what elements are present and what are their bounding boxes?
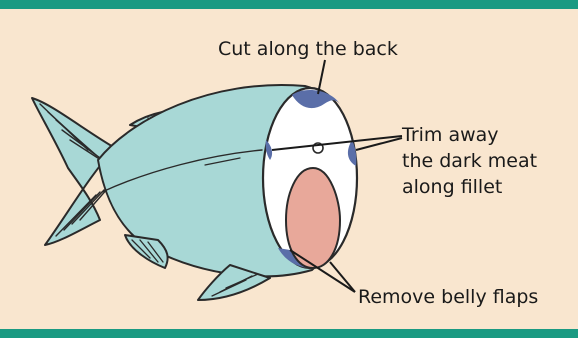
bottom-border [0, 329, 578, 338]
top-border [0, 0, 578, 9]
label-trim-2: the dark meat [402, 150, 537, 172]
label-remove-belly: Remove belly flaps [358, 286, 538, 308]
label-cut-back: Cut along the back [218, 38, 398, 60]
label-trim-3: along fillet [402, 176, 502, 198]
label-trim-1: Trim away [401, 124, 499, 146]
